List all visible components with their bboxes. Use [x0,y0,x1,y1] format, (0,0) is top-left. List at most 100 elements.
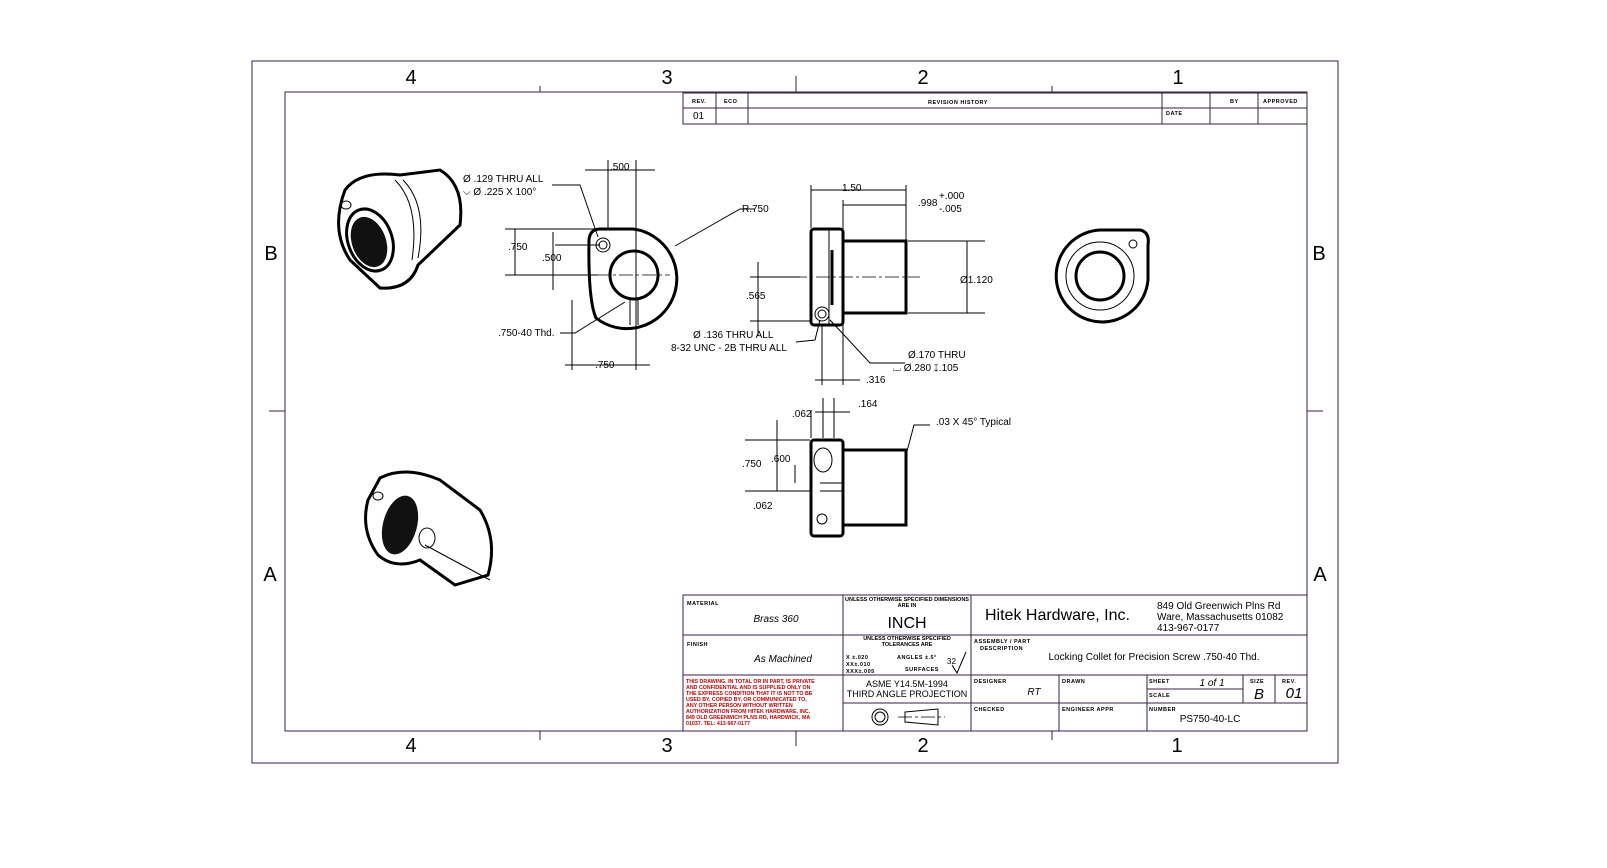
dim-shank: .998 [918,198,938,209]
sheet-label: SHEET [1149,679,1170,685]
dim-tol-plus: +.000 [939,191,965,202]
projection: THIRD ANGLE PROJECTION [847,689,968,699]
dim-bottom-width: .750 [595,360,615,371]
zone-col-4-top: 4 [405,67,416,89]
finish-value: As Machined [753,654,812,665]
finish-label: FINISH [687,642,708,648]
company-phone: 413-967-0177 [1157,623,1220,634]
dim-offset: .565 [746,291,766,302]
description-label-1: ASSEMBLY / PART [974,639,1031,645]
dim-bottom-062b: .062 [753,501,773,512]
eco-header: ECO [724,99,738,105]
dim-radius: R.750 [742,204,769,215]
part-description: Locking Collet for Precision Screw .750-… [1048,652,1259,663]
isometric-view-bottom [364,470,494,587]
proprietary-notice: THIS DRAWING, IN TOTAL OR IN PART, IS PR… [686,679,815,727]
rev-value: 01 [1286,685,1303,702]
dim-bottom-062a: .062 [792,409,812,420]
tolerance-angles: ANGLES ±.5° [897,655,937,661]
zone-col-3-bottom: 3 [661,735,672,757]
dim-height-750: .750 [508,242,528,253]
isometric-view-top [337,168,463,290]
scale-label: SCALE [1149,693,1170,699]
revision-row-rev: 01 [693,111,705,122]
revision-block: REV. ECO REVISION HISTORY DATE BY APPROV… [682,92,1308,125]
zone-col-1-bottom: 1 [1171,735,1182,757]
company-name: Hitek Hardware, Inc. [985,607,1130,624]
dim-chamfer: .03 X 45° Typical [936,417,1011,428]
dim-hole-note-1: Ø .129 THRU ALL [463,174,544,185]
third-angle-projection-icon [871,708,945,726]
company-address-1: 849 Old Greenwich Plns Rd [1157,601,1280,612]
checked-label: CHECKED [974,707,1005,713]
proprietary-line: ANY OTHER PERSON WITHOUT WRITTEN [686,703,793,709]
end-view [1054,228,1150,324]
surface-finish-value: 32 [947,657,956,666]
zone-col-3-top: 3 [661,67,672,89]
dim-hole-note-2: ⌵ Ø .225 X 100° [463,187,536,198]
tolerance-xx: XX±.010 [846,662,871,668]
dim-screw-note-1: Ø .136 THRU ALL [693,330,774,341]
front-view: Ø .129 THRU ALL ⌵ Ø .225 X 100° .500 R.7… [463,160,787,371]
tolerance-xxx: XXX±.005 [846,669,875,675]
rev-label: REV. [1282,679,1296,685]
zone-col-2-top: 2 [917,67,928,89]
proprietary-line: 01037. TEL: 413-967-0177 [686,721,750,727]
dim-tol-minus: -.005 [939,204,962,215]
revision-history-header: REVISION HISTORY [928,100,988,106]
designer-value: RT [1027,687,1041,698]
proprietary-line: AUTHORIZATION FROM HITEK HARDWARE, INC. [686,709,811,715]
surface-finish-icon [951,651,967,675]
dim-length: 1.50 [842,183,862,194]
tolerance-note: UNLESS OTHERWISE SPECIFIED TOLERANCES AR… [863,636,951,648]
units-note: UNLESS OTHERWISE SPECIFIED DIMENSIONS AR… [845,597,969,609]
zone-row-a-left: A [263,564,277,586]
dim-cbore-2: ⌴ Ø.280 ↧.105 [893,363,959,374]
units-value: INCH [887,615,926,632]
title-block: MATERIAL Brass 360 FINISH As Machined TH… [682,594,1308,732]
description-label-2: DESCRIPTION [980,646,1023,652]
dim-thread: .750-40 Thd. [498,328,555,339]
proprietary-line: THIS DRAWING, IN TOTAL OR IN PART, IS PR… [686,679,815,685]
zone-col-4-bottom: 4 [405,735,416,757]
size-value: B [1254,686,1264,703]
outer-border [251,60,1339,764]
dim-bottom-164: .164 [858,399,878,410]
size-label: SIZE [1250,679,1264,685]
dim-cbore-1: Ø.170 THRU [908,350,966,361]
tolerance-x: X ±.020 [846,655,868,661]
company-address-2: Ware, Massachusetts 01082 [1157,612,1284,623]
dim-flange: .316 [866,375,886,386]
proprietary-line: USED BY, COPIED BY, OR COMMUNICATED TO, [686,697,807,703]
proprietary-line: 849 OLD GREENWICH PLNS RD, HARDWICK, MA [686,715,810,721]
side-view: 1.50 .998 +.000 -.005 Ø1.120 .565 Ø.170 … [746,183,993,386]
zone-row-b-right: B [1312,243,1325,265]
dim-bottom-600: .600 [771,454,791,465]
rev-header: REV. [692,99,706,105]
surfaces-label: SURFACES [905,667,939,673]
dim-screw-note-2: 8-32 UNC - 2B THRU ALL [671,343,787,354]
material-value: Brass 360 [753,614,798,625]
engineer-approval-label: ENGINEER APPR [1062,707,1114,713]
dim-bottom-750: .750 [742,459,762,470]
drawn-label: DRAWN [1062,679,1085,685]
proprietary-line: AND CONFIDENTIAL AND IS SUPPLIED ONLY ON [686,685,811,691]
dim-top-width: .500 [610,162,630,173]
standard: ASME Y14.5M-1994 [866,679,948,689]
zone-ticks [269,76,1323,746]
dim-height-500: .500 [542,253,562,264]
zone-col-2-bottom: 2 [917,735,928,757]
zone-row-a-right: A [1313,564,1327,586]
material-label: MATERIAL [687,601,719,607]
bottom-view: .062 .164 .03 X 45° Typical .750 .600 .0… [742,398,1011,538]
approved-header: APPROVED [1263,99,1298,105]
proprietary-line: THE EXPRESS CONDITION THAT IT IS NOT TO … [686,691,813,697]
designer-label: DESIGNER [974,679,1007,685]
date-header: DATE [1166,111,1183,117]
by-header: BY [1230,99,1239,105]
part-number: PS750-40-LC [1180,714,1241,725]
number-label: NUMBER [1149,707,1176,713]
zone-col-1-top: 1 [1172,67,1183,89]
dim-diameter: Ø1.120 [960,275,993,286]
